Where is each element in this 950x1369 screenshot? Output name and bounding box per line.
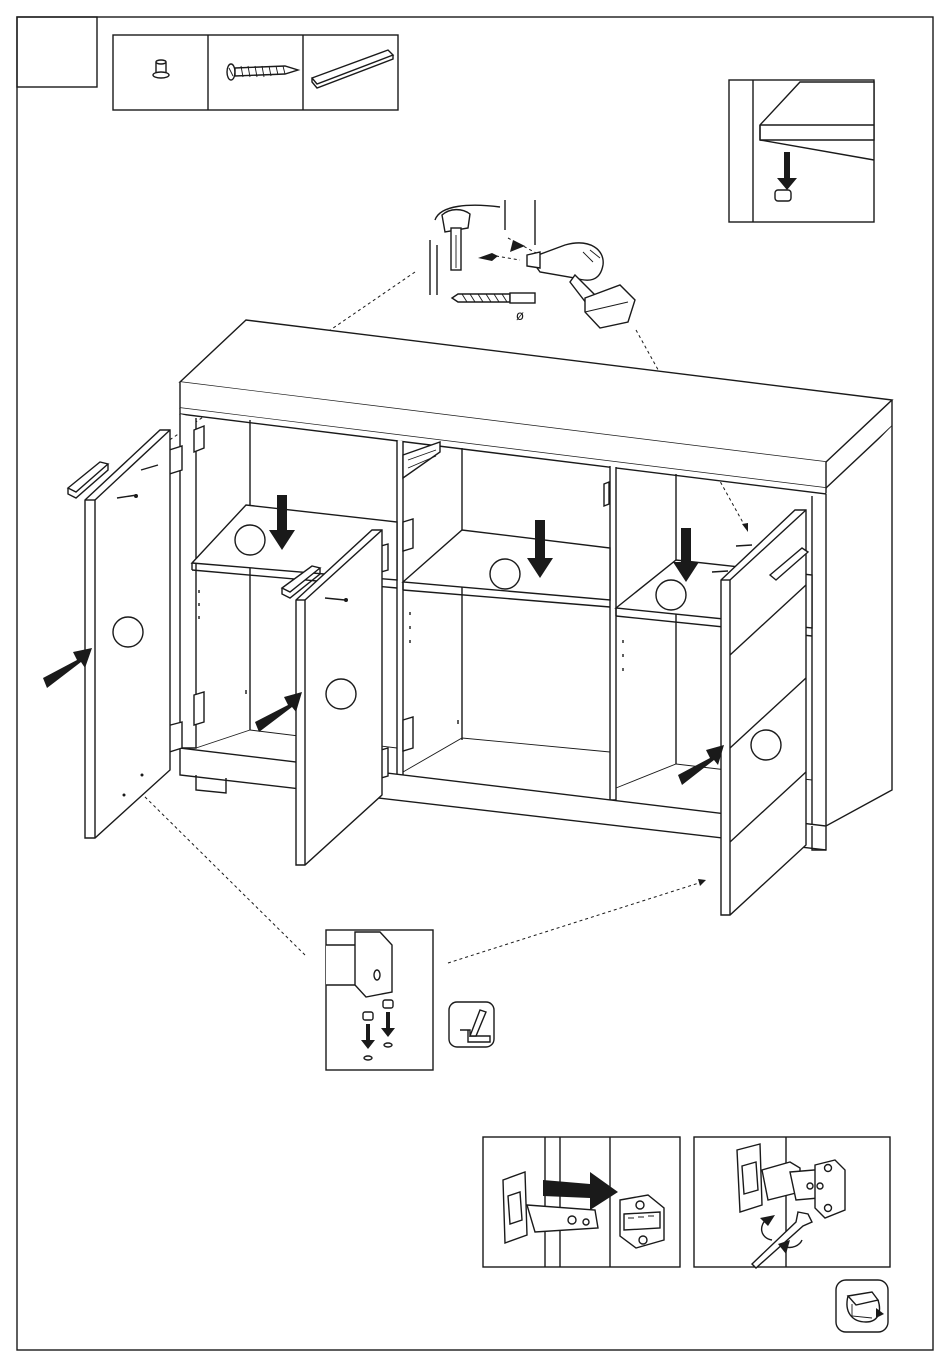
power-drill-icon xyxy=(527,243,635,328)
drill-diameter-label: ø xyxy=(516,309,524,324)
slide-arrow-icon xyxy=(543,1172,618,1210)
part-circle xyxy=(490,559,520,589)
wood-screw-icon xyxy=(227,64,298,80)
hardware-legend xyxy=(113,35,398,110)
drilling-detail: ø xyxy=(430,200,635,328)
divider-left xyxy=(397,440,403,786)
part-circle xyxy=(235,525,265,555)
drill-bit-icon: ø xyxy=(452,293,535,324)
dowel-pin-icon xyxy=(363,1012,373,1020)
dowel-pin-icon xyxy=(153,60,169,78)
dowel-pin-icon xyxy=(775,190,791,201)
hammer-icon xyxy=(449,1002,494,1047)
door-middle xyxy=(255,530,382,865)
down-arrow-icon xyxy=(777,152,797,190)
hinge-clip-detail xyxy=(483,1137,680,1267)
right-side-panel xyxy=(826,426,892,826)
part-circle xyxy=(326,679,356,709)
dowel-pin-icon xyxy=(383,1000,393,1008)
screwdriver-icon xyxy=(752,1212,812,1268)
rotate-sheet-icon xyxy=(836,1280,888,1332)
hinge-plate-icon xyxy=(620,1195,664,1248)
divider-right xyxy=(610,466,616,800)
part-circle xyxy=(656,580,686,610)
handle-profile-icon xyxy=(312,50,393,88)
hammer-head xyxy=(355,932,392,997)
dowel-detail-panel xyxy=(729,80,874,222)
dowel-hammer-detail xyxy=(326,930,433,1070)
part-circle xyxy=(113,617,143,647)
push-arrow-icon xyxy=(255,692,302,732)
step-number-box xyxy=(17,17,97,87)
door-left xyxy=(43,430,170,838)
part-circle xyxy=(751,730,781,760)
hinge-screw-detail xyxy=(694,1137,890,1268)
